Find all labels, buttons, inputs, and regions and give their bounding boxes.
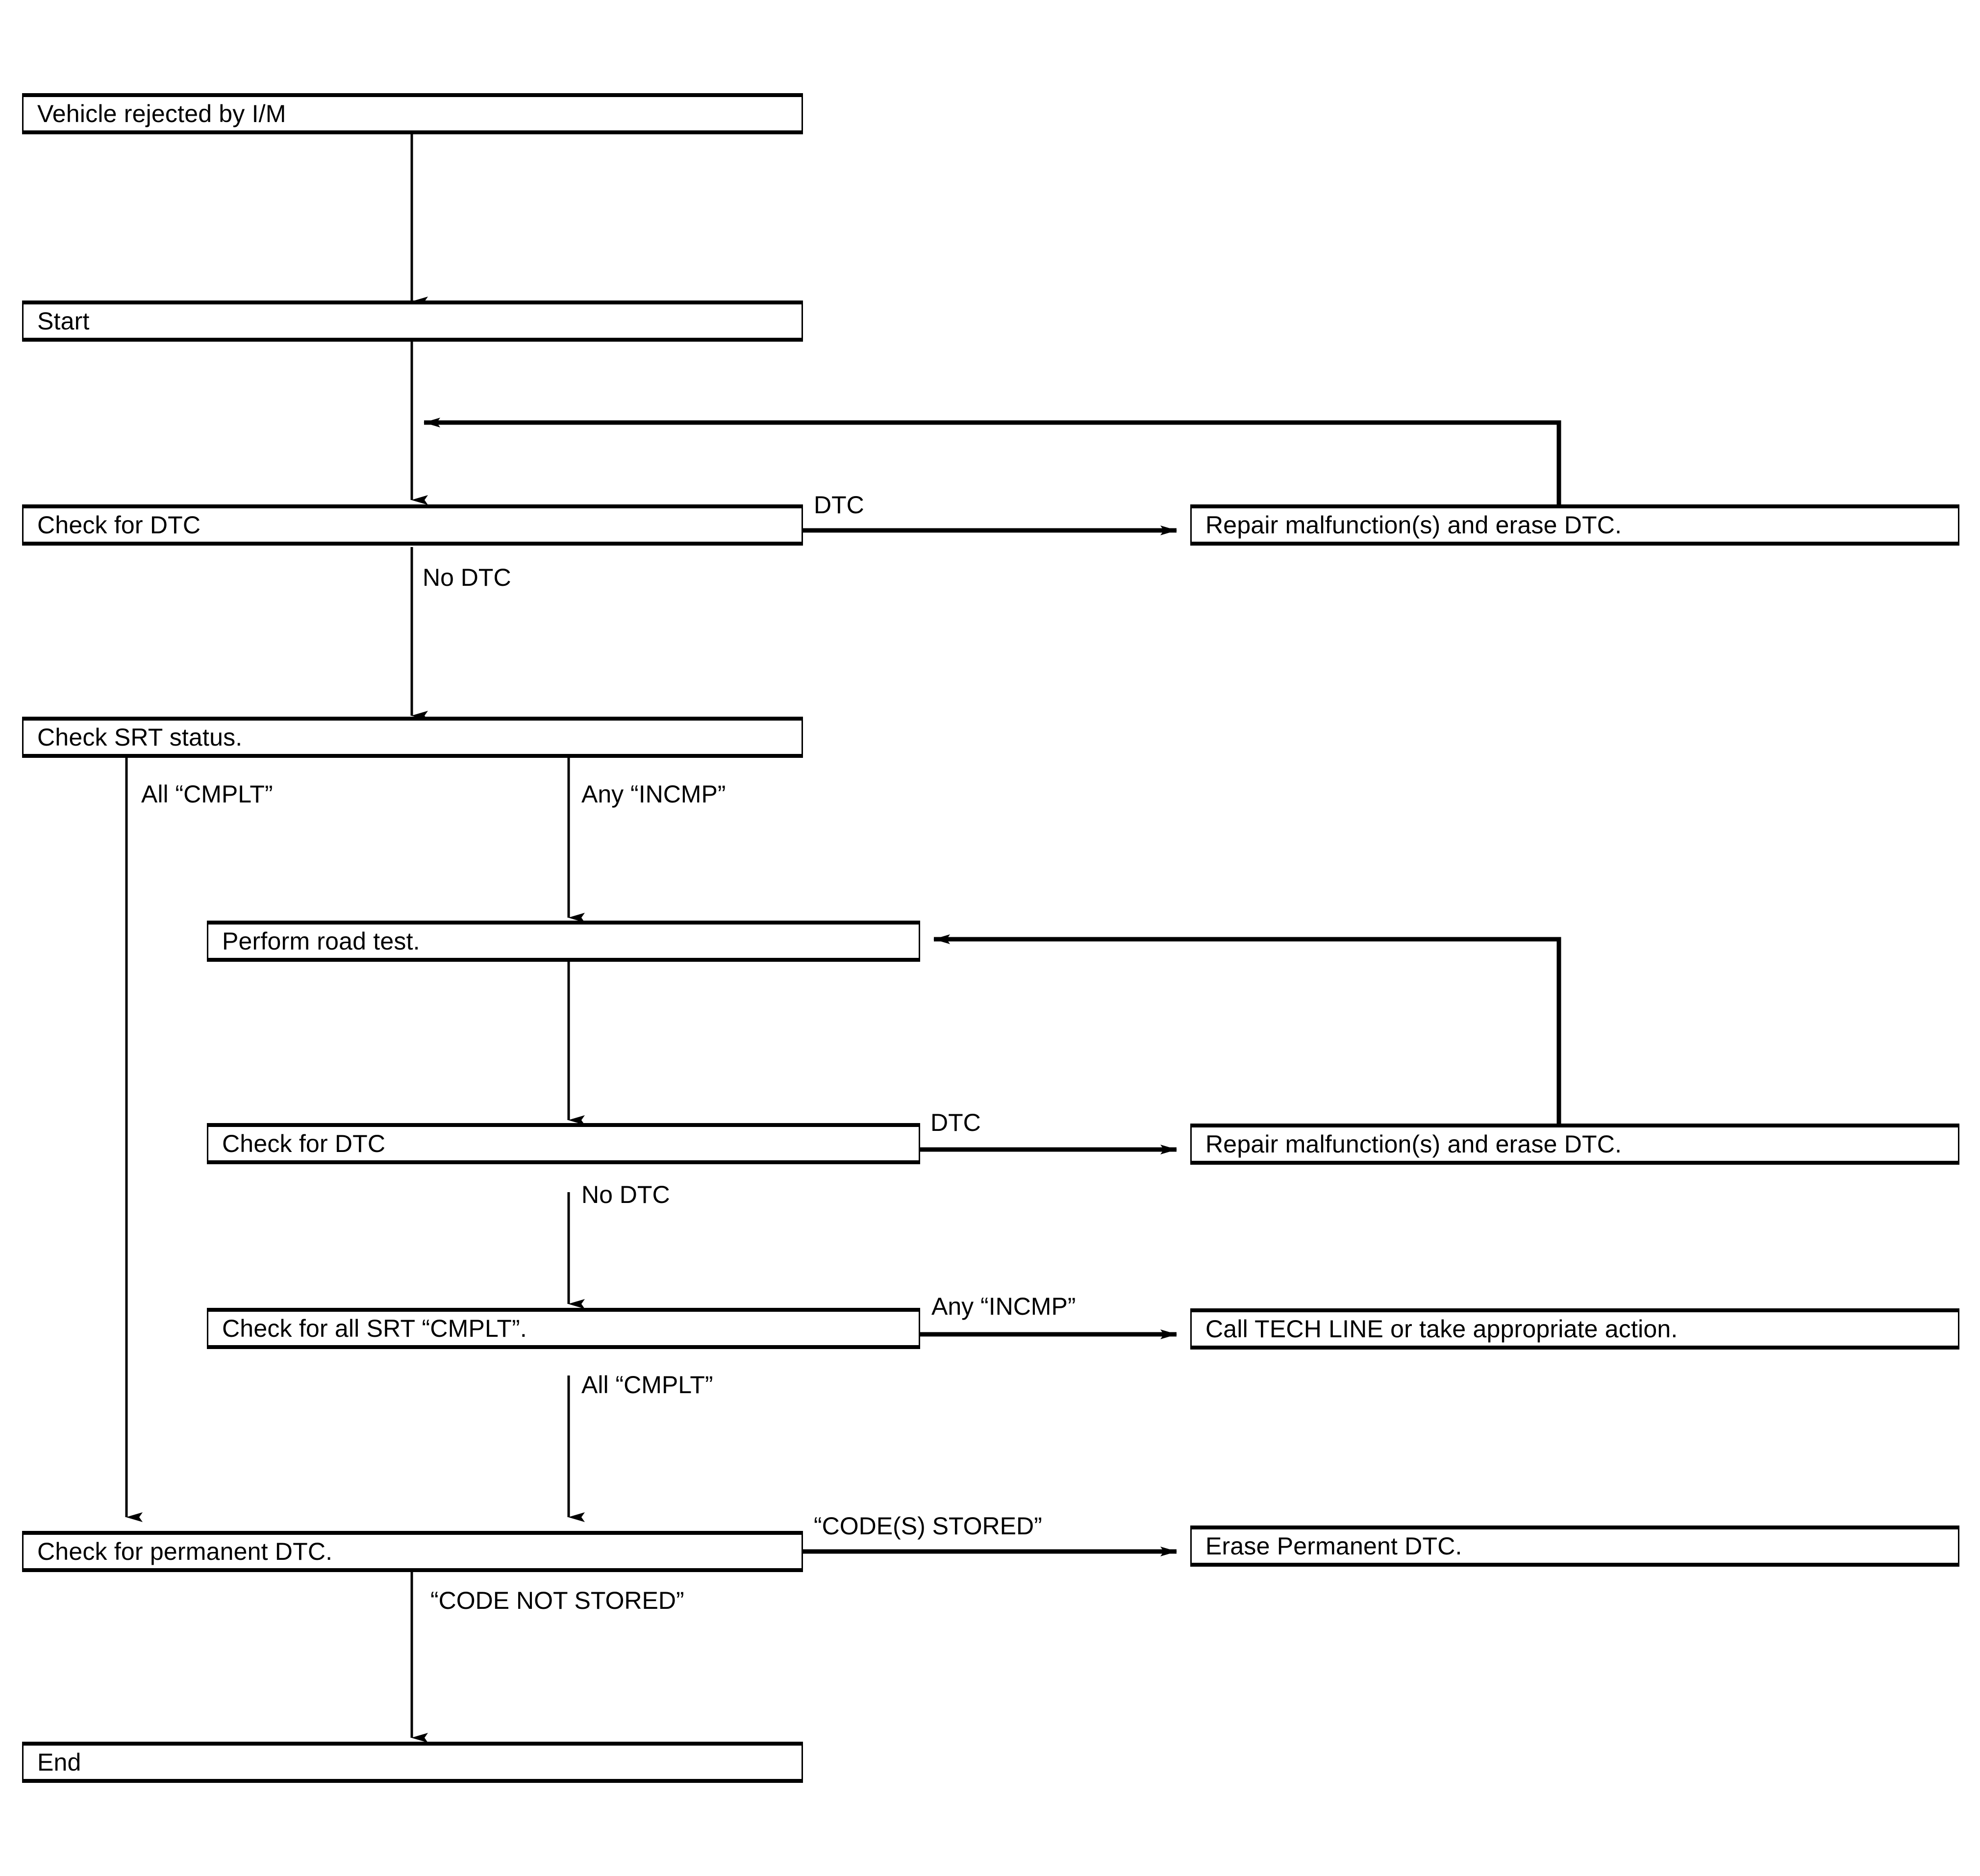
node-repair-malfunctions-1-label: Repair malfunction(s) and erase DTC. [1205, 511, 1622, 539]
node-check-for-dtc-2-label: Check for DTC [222, 1129, 386, 1157]
node-check-permanent-dtc-label: Check for permanent DTC. [37, 1537, 333, 1565]
edge-label-no-dtc-2: No DTC [581, 1181, 670, 1208]
node-erase-permanent-dtc-label: Erase Permanent DTC. [1205, 1532, 1462, 1560]
edge-label-no-dtc-1: No DTC [423, 564, 511, 591]
node-perform-road-test[interactable]: Perform road test. [207, 921, 920, 962]
edge-label-all-cmplt-1: All “CMPLT” [141, 780, 273, 808]
edge-label-dtc-2: DTC [930, 1109, 981, 1136]
node-vehicle-rejected[interactable]: Vehicle rejected by I/M [22, 93, 803, 134]
node-check-all-srt-cmplt[interactable]: Check for all SRT “CMPLT”. [207, 1308, 920, 1349]
node-vehicle-rejected-label: Vehicle rejected by I/M [37, 100, 286, 127]
node-check-for-dtc-1[interactable]: Check for DTC [22, 504, 803, 546]
node-check-all-srt-cmplt-label: Check for all SRT “CMPLT”. [222, 1314, 527, 1342]
node-perform-road-test-label: Perform road test. [222, 927, 420, 955]
node-check-srt-status-label: Check SRT status. [37, 723, 243, 751]
node-repair-malfunctions-2[interactable]: Repair malfunction(s) and erase DTC. [1190, 1124, 1959, 1165]
edge-label-code-not-stored: “CODE NOT STORED” [430, 1587, 684, 1614]
edge-label-any-incmp-1: Any “INCMP” [581, 780, 726, 808]
node-repair-malfunctions-2-label: Repair malfunction(s) and erase DTC. [1205, 1130, 1622, 1158]
node-end[interactable]: End [22, 1742, 803, 1783]
node-call-tech-line[interactable]: Call TECH LINE or take appropriate actio… [1190, 1308, 1959, 1350]
node-repair-malfunctions-1[interactable]: Repair malfunction(s) and erase DTC. [1190, 504, 1959, 546]
edge-label-all-cmplt-2: All “CMPLT” [581, 1371, 713, 1399]
node-check-permanent-dtc[interactable]: Check for permanent DTC. [22, 1531, 803, 1572]
node-start-label: Start [37, 307, 90, 335]
node-end-label: End [37, 1748, 81, 1776]
node-erase-permanent-dtc[interactable]: Erase Permanent DTC. [1190, 1526, 1959, 1567]
node-check-srt-status[interactable]: Check SRT status. [22, 717, 803, 758]
edge-label-codes-stored: “CODE(S) STORED” [814, 1512, 1042, 1540]
edge-label-any-incmp-2: Any “INCMP” [931, 1293, 1076, 1320]
node-start[interactable]: Start [22, 300, 803, 342]
node-check-for-dtc-1-label: Check for DTC [37, 511, 201, 539]
node-check-for-dtc-2[interactable]: Check for DTC [207, 1123, 920, 1164]
edge-label-dtc-1: DTC [814, 491, 864, 519]
node-call-tech-line-label: Call TECH LINE or take appropriate actio… [1205, 1315, 1678, 1343]
